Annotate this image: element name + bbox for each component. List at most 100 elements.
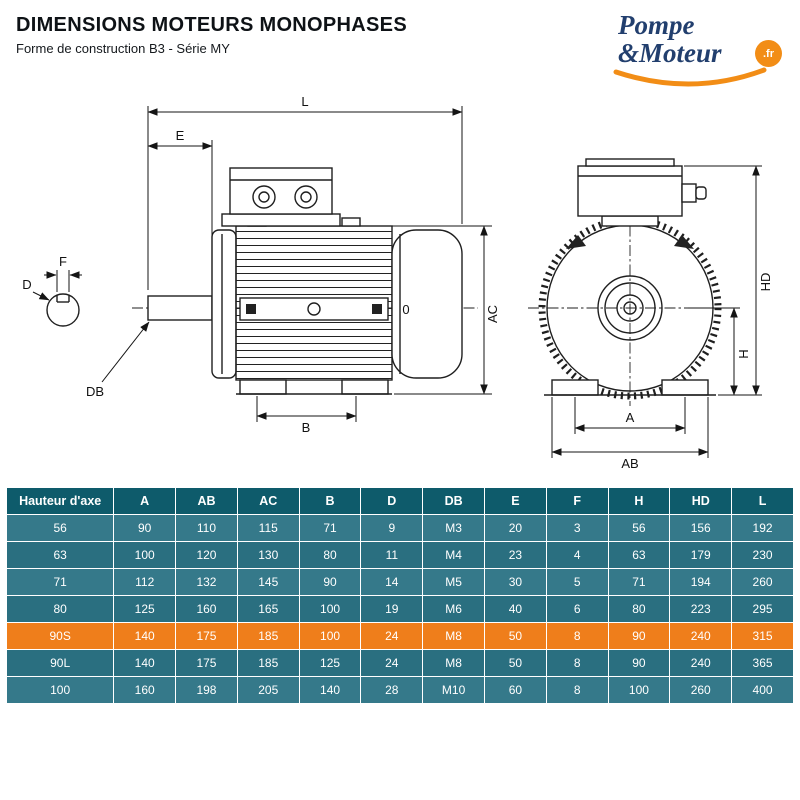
table-cell: 130 xyxy=(236,541,300,569)
table-cell: M8 xyxy=(422,622,485,650)
dim-label-L: L xyxy=(301,94,308,109)
table-cell: M5 xyxy=(422,568,485,596)
dim-label-F: F xyxy=(59,254,67,269)
column-header: L xyxy=(731,487,794,515)
front-dimension-lines xyxy=(551,165,762,458)
logo-line1: Pompe xyxy=(618,10,695,40)
column-header: AB xyxy=(175,487,238,515)
table-cell: 23 xyxy=(483,541,547,569)
table-cell: 125 xyxy=(113,595,177,623)
table-cell: 160 xyxy=(175,595,238,623)
table-cell: 140 xyxy=(113,649,177,677)
table-cell: M8 xyxy=(422,649,485,677)
table-cell: 71 xyxy=(298,514,362,542)
table-cell: 230 xyxy=(731,541,794,569)
lifting-lug xyxy=(674,235,694,249)
table-cell: 40 xyxy=(483,595,547,623)
table-cell: 90 xyxy=(607,622,671,650)
table-cell: 185 xyxy=(236,649,300,677)
motor-front-view xyxy=(528,158,730,406)
table-cell: 90 xyxy=(113,514,177,542)
terminal-box xyxy=(229,167,333,215)
table-cell: 156 xyxy=(669,514,733,542)
table-cell: 3 xyxy=(545,514,609,542)
table-cell: 8 xyxy=(545,622,609,650)
table-cell: 63 xyxy=(607,541,671,569)
table-cell: 80 xyxy=(607,595,671,623)
shaft xyxy=(147,295,213,321)
column-header: DB xyxy=(422,487,485,515)
table-cell: 5 xyxy=(545,568,609,596)
column-header: H xyxy=(607,487,671,515)
table-cell: 145 xyxy=(236,568,300,596)
foot-left xyxy=(239,379,287,395)
table-cell: 179 xyxy=(669,541,733,569)
fan-cover xyxy=(391,229,463,379)
page-header: DIMENSIONS MOTEURS MONOPHASES Forme de c… xyxy=(16,14,407,56)
table-cell: 194 xyxy=(669,568,733,596)
table-cell: 24 xyxy=(360,649,424,677)
table-cell: 400 xyxy=(731,676,794,704)
logo[interactable]: Pompe &Moteur .fr xyxy=(612,10,782,92)
cable-gland-side xyxy=(681,183,697,203)
table-cell: 71 xyxy=(607,568,671,596)
table-cell: 112 xyxy=(113,568,177,596)
terminal-box-front xyxy=(577,165,683,217)
table-cell: 28 xyxy=(360,676,424,704)
dim-label-AB: AB xyxy=(621,456,638,471)
end-shield-left xyxy=(211,229,237,379)
table-cell: M10 xyxy=(422,676,485,704)
table-cell: 205 xyxy=(236,676,300,704)
table-cell: 90S xyxy=(5,622,115,650)
table-cell: 140 xyxy=(113,622,177,650)
table-cell: M6 xyxy=(422,595,485,623)
table-cell: 8 xyxy=(545,676,609,704)
table-cell: 50 xyxy=(483,622,547,650)
table-cell: 165 xyxy=(236,595,300,623)
shaft-section xyxy=(46,293,80,327)
lifting-lug xyxy=(566,235,586,249)
table-cell: 24 xyxy=(360,622,424,650)
table-cell: 120 xyxy=(175,541,238,569)
table-cell: 100 xyxy=(298,622,362,650)
dim-label-DB: DB xyxy=(86,384,104,399)
table-cell: 192 xyxy=(731,514,794,542)
page-subtitle: Forme de construction B3 - Série MY xyxy=(16,41,230,56)
logo-swoosh-icon xyxy=(613,67,767,87)
table-cell: 60 xyxy=(483,676,547,704)
table-cell: 50 xyxy=(483,649,547,677)
table-cell: 140 xyxy=(298,676,362,704)
page-title: DIMENSIONS MOTEURS MONOPHASES xyxy=(16,14,407,36)
table-cell: 14 xyxy=(360,568,424,596)
logo-text: Pompe &Moteur xyxy=(612,10,782,68)
table-cell: M4 xyxy=(422,541,485,569)
table-cell: 185 xyxy=(236,622,300,650)
table-cell: 90L xyxy=(5,649,115,677)
motor-side-view xyxy=(46,167,478,395)
table-cell: 8 xyxy=(545,649,609,677)
table-cell: 11 xyxy=(360,541,424,569)
table-cell: 20 xyxy=(483,514,547,542)
table-cell: 175 xyxy=(175,622,238,650)
table-cell: 100 xyxy=(113,541,177,569)
table-cell: 295 xyxy=(731,595,794,623)
table-cell: 63 xyxy=(5,541,115,569)
logo-line2: &Moteur xyxy=(618,37,722,68)
table-cell: 115 xyxy=(236,514,300,542)
dim-label-D: D xyxy=(22,277,31,292)
table-cell: 30 xyxy=(483,568,547,596)
table-cell: 80 xyxy=(298,541,362,569)
dimension-labels: L E F D DB B 0 AC A AB HD H xyxy=(22,94,773,471)
table-cell: 315 xyxy=(731,622,794,650)
foot-front-right xyxy=(661,379,709,396)
column-header: AC xyxy=(236,487,300,515)
table-cell: 223 xyxy=(669,595,733,623)
table-cell: 100 xyxy=(5,676,115,704)
dim-label-HD: HD xyxy=(758,273,773,292)
